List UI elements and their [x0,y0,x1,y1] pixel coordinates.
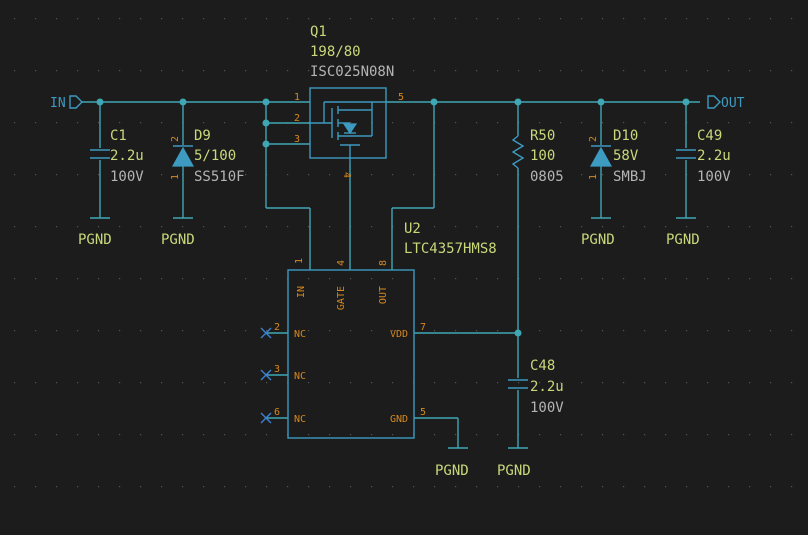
r50-resistor-icon [511,135,525,169]
svg-text:PGND: PGND [581,232,615,248]
ground-d10[interactable]: PGND [581,217,615,248]
no-connect-icon [260,327,272,339]
c1-capacitor[interactable]: C1 2.2u 100V [90,128,144,185]
ground-c48[interactable]: PGND [497,447,531,479]
ground-c49[interactable]: PGND [666,217,700,248]
d9-diode[interactable]: 2 1 D9 5/100 SS510F [170,128,245,185]
svg-text:D9: D9 [194,128,211,144]
svg-text:100V: 100V [110,169,144,185]
svg-text:2: 2 [274,322,280,333]
junctions [96,98,690,337]
svg-text:C48: C48 [530,358,555,374]
svg-text:1: 1 [170,174,181,180]
svg-text:6: 6 [274,407,280,418]
svg-text:OUT: OUT [378,286,389,304]
ground-u2[interactable]: PGND [435,447,469,479]
svg-text:5: 5 [420,407,426,418]
input-port-arrow-icon [69,95,83,109]
c48-capacitor[interactable]: C48 2.2u 100V [508,358,564,416]
svg-text:100V: 100V [697,169,731,185]
svg-text:SMBJ: SMBJ [613,169,647,185]
svg-text:PGND: PGND [497,463,531,479]
svg-text:58V: 58V [613,148,639,164]
svg-text:D10: D10 [613,128,638,144]
svg-text:2.2u: 2.2u [697,148,731,164]
svg-text:C1: C1 [110,128,127,144]
svg-text:LTC4357HMS8: LTC4357HMS8 [404,241,497,257]
svg-text:1: 1 [588,174,599,180]
svg-text:2: 2 [294,113,300,124]
svg-text:2: 2 [170,136,181,142]
d10-tvs-diode[interactable]: 2 1 D10 58V SMBJ [588,128,647,185]
input-port-label: IN [50,96,66,111]
svg-text:PGND: PGND [78,232,112,248]
q1-ref: Q1 [310,24,327,40]
svg-text:5/100: 5/100 [194,148,236,164]
u2-ideal-diode-controller[interactable]: U2 LTC4357HMS8 1 4 8 IN GATE OUT 2 3 6 N… [274,221,497,439]
svg-text:2.2u: 2.2u [110,148,144,164]
svg-text:4: 4 [336,260,347,266]
svg-text:VDD: VDD [390,329,408,340]
u2-body [287,269,415,439]
svg-text:NC: NC [294,329,306,340]
svg-text:PGND: PGND [435,463,469,479]
svg-text:NC: NC [294,371,306,382]
svg-text:GND: GND [390,414,408,425]
svg-text:4: 4 [341,172,352,178]
no-connect-icon [260,412,272,424]
svg-text:3: 3 [294,134,300,145]
svg-text:100V: 100V [530,400,564,416]
svg-text:PGND: PGND [666,232,700,248]
output-port-label: OUT [721,96,745,111]
svg-text:R50: R50 [530,128,555,144]
svg-text:1: 1 [294,258,305,264]
input-port[interactable]: IN [50,95,100,111]
svg-text:IN: IN [296,286,307,298]
output-port[interactable]: OUT [707,95,745,111]
grid-dots [14,18,793,488]
q1-mosfet[interactable]: Q1 198/80 ISC025N08N 1 2 3 5 4 [294,24,404,178]
svg-text:SS510F: SS510F [194,169,245,185]
d9-diode-icon [171,146,195,167]
svg-text:100: 100 [530,148,555,164]
svg-text:NC: NC [294,414,306,425]
wires [99,101,700,448]
svg-text:U2: U2 [404,221,421,237]
q1-value: 198/80 [310,44,361,60]
ground-c1[interactable]: PGND [78,217,112,248]
c49-capacitor[interactable]: C49 2.2u 100V [676,128,731,185]
svg-text:GATE: GATE [336,286,347,310]
svg-text:0805: 0805 [530,169,564,185]
svg-text:5: 5 [398,92,404,103]
svg-text:2.2u: 2.2u [530,379,564,395]
ground-d9[interactable]: PGND [161,217,195,248]
svg-text:7: 7 [420,322,426,333]
svg-text:3: 3 [274,364,280,375]
no-connect-icon [260,369,272,381]
svg-text:8: 8 [378,260,389,266]
svg-text:1: 1 [294,92,300,103]
svg-text:2: 2 [588,136,599,142]
output-port-arrow-icon [707,95,721,109]
q1-body-diode-icon [342,123,358,135]
d10-diode-icon [589,146,613,167]
svg-text:PGND: PGND [161,232,195,248]
no-connect-markers [260,327,272,424]
svg-text:C49: C49 [697,128,722,144]
r50-resistor[interactable]: R50 100 0805 [511,128,564,185]
q1-part: ISC025N08N [310,64,394,80]
